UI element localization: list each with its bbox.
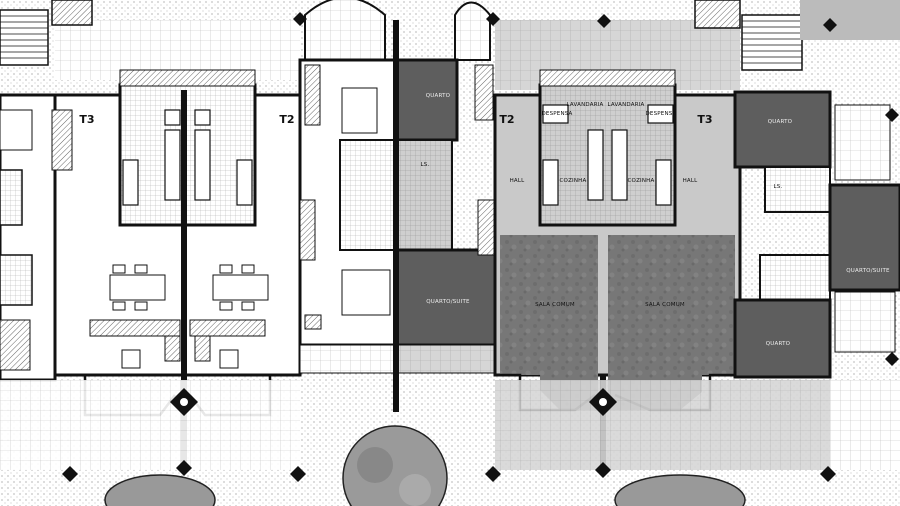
room-label-quarto-suite-mid: QUARTO/SUITE [426,299,470,305]
room-label-quarto-mid: QUARTO [426,93,451,99]
terrace-dark-bottom [396,344,496,374]
bath-far-left [0,169,23,226]
unit-tag-t3-right: T3 [697,113,712,126]
bath-far-left-2 [0,254,33,306]
bath-dark-right-2 [759,254,831,301]
hatch-far-left [0,319,31,371]
bed-mid-bottom [341,269,391,316]
quarto-suite-far-right [828,183,900,292]
entrance-pillar-left [170,388,198,416]
bed-mid-top [341,87,378,134]
tree-left [104,474,216,506]
bath-mid [339,139,396,251]
closet-far-left [51,109,73,171]
staircase-right [741,14,803,71]
quarto-dark-right-top [733,90,832,169]
bath-dark [396,139,453,251]
room-label-quarto-right-bottom: QUARTO [766,341,791,347]
staircase-left [0,9,49,66]
tree-right [614,474,746,506]
party-wall-left [181,90,187,465]
room-label-sala-comum-left: SALA COMUM [535,302,575,308]
room-label-despensa-left: DESPENSA [541,111,572,117]
entrance-pillar-right [589,388,617,416]
planter-left [119,69,256,87]
kitchen-counters-right [542,104,674,206]
bed-far-left [0,109,33,151]
top-arch-right [454,1,491,61]
quarto-suite-dark [395,248,497,347]
terrace-far-right [834,104,891,181]
room-label-lavandaria-right: LAVANDARIA [608,102,645,108]
quarto-dark-top [395,58,459,142]
top-arch [304,0,386,61]
sala-comum-right-area [608,235,735,410]
tree-center [342,425,448,506]
kitchen-counters-left [122,109,253,206]
window-box-left [51,0,93,26]
room-label-hall-right: HALL [683,178,699,184]
boundary-markers [62,12,899,482]
kitchen-left-floor [118,83,257,227]
closet-mid-top [304,64,321,126]
closet-dark-top [474,64,494,121]
bottom-terrace-far-right [830,380,900,470]
room-label-despensa-right: DESPENSA [645,111,676,117]
unit-tag-t2-right: T2 [499,113,514,126]
room-label-ls-right: LS. [774,184,783,190]
room-label-sala-comum-right: SALA COMUM [645,302,685,308]
room-label-quarto-right-top: QUARTO [768,119,793,125]
room-label-ls: LS. [421,162,430,168]
room-label-cozinha-left: COZINHA [560,178,587,184]
room-label-lavandaria-left: LAVANDARIA [567,102,604,108]
terrace-far-right-bottom [834,291,896,353]
party-wall-center [393,20,399,412]
chair-mid [304,314,322,330]
quarto-dark-right-bottom [733,298,832,379]
room-label-cozinha-right: COZINHA [628,178,655,184]
sofas-left [89,319,266,369]
unit-tag-t2-left: T2 [279,113,294,126]
closet-dark-bottom [477,199,496,256]
window-box-right [694,0,741,29]
planter-right [539,69,676,87]
sala-comum-left-area [500,235,598,410]
bottom-terrace-right [495,380,830,470]
closet-mid-bottom [299,199,316,261]
unit-tag-t3-left: T3 [79,113,94,126]
room-label-hall-left: HALL [510,178,526,184]
terrace-mid-bottom [299,344,396,374]
room-label-quarto-suite-right: QUARTO/SUITE [846,268,890,274]
dining-set-left [109,264,269,311]
garden-top-right [800,0,900,40]
bottom-terrace-left [0,380,300,470]
